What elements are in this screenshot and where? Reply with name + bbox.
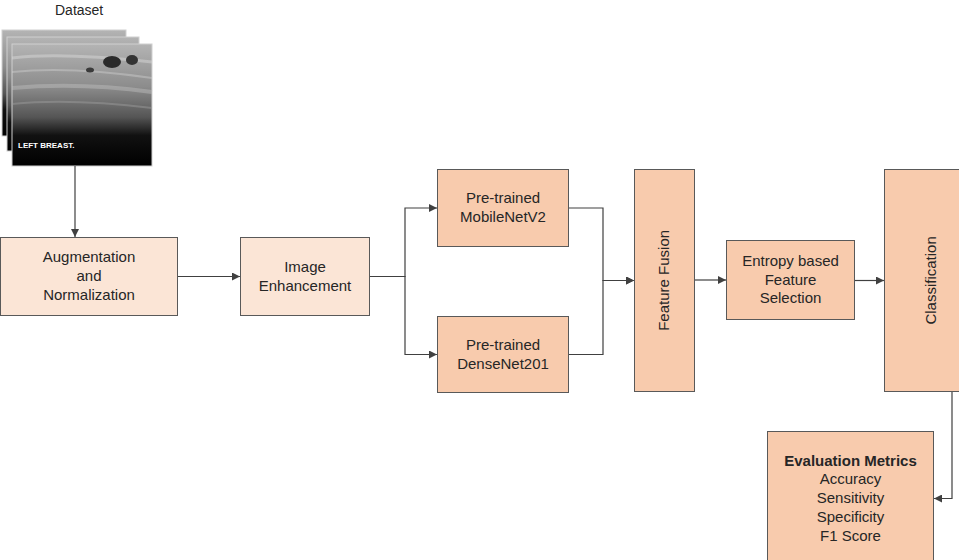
box-label: Specificity: [817, 508, 885, 527]
process-box: Augmentation and Normalization: [0, 237, 178, 316]
box-label: F1 Score: [820, 527, 881, 546]
dataset-arrow: [74, 166, 75, 237]
box-label: Augmentation and Normalization: [29, 248, 149, 304]
ultrasound-stack: [2, 30, 152, 166]
process-box: Pre-trained DenseNet201: [437, 316, 569, 393]
process-box: Image Enhancement: [240, 237, 370, 316]
flow-arrow: [934, 392, 952, 499]
flow-arrow: [370, 208, 437, 277]
box-label: Sensitivity: [817, 489, 885, 508]
flow-arrow: [370, 277, 437, 355]
box-label: Entropy based Feature Selection: [737, 252, 845, 308]
box-label: Feature Fusion: [655, 230, 674, 331]
image-caption: LEFT BREAST.: [18, 141, 74, 150]
box-label: Classification: [922, 236, 941, 324]
box-heading: Evaluation Metrics: [784, 452, 917, 471]
flow-arrow: [695, 279, 726, 280]
flow-arrow: [569, 281, 634, 355]
process-box: Feature Fusion: [634, 169, 695, 392]
process-box: Classification: [884, 169, 959, 392]
process-box: Evaluation MetricsAccuracySensitivitySpe…: [767, 431, 934, 560]
dataset-label: Dataset: [55, 2, 103, 18]
flow-arrow: [569, 208, 634, 281]
box-label: Pre-trained MobileNetV2: [448, 189, 558, 227]
box-label: Pre-trained DenseNet201: [448, 336, 558, 374]
box-label: Image Enhancement: [255, 258, 355, 296]
flow-arrow: [855, 280, 884, 281]
process-box: Entropy based Feature Selection: [726, 240, 855, 320]
flow-arrow: [178, 276, 240, 277]
box-label: Accuracy: [820, 470, 882, 489]
process-box: Pre-trained MobileNetV2: [437, 169, 569, 247]
